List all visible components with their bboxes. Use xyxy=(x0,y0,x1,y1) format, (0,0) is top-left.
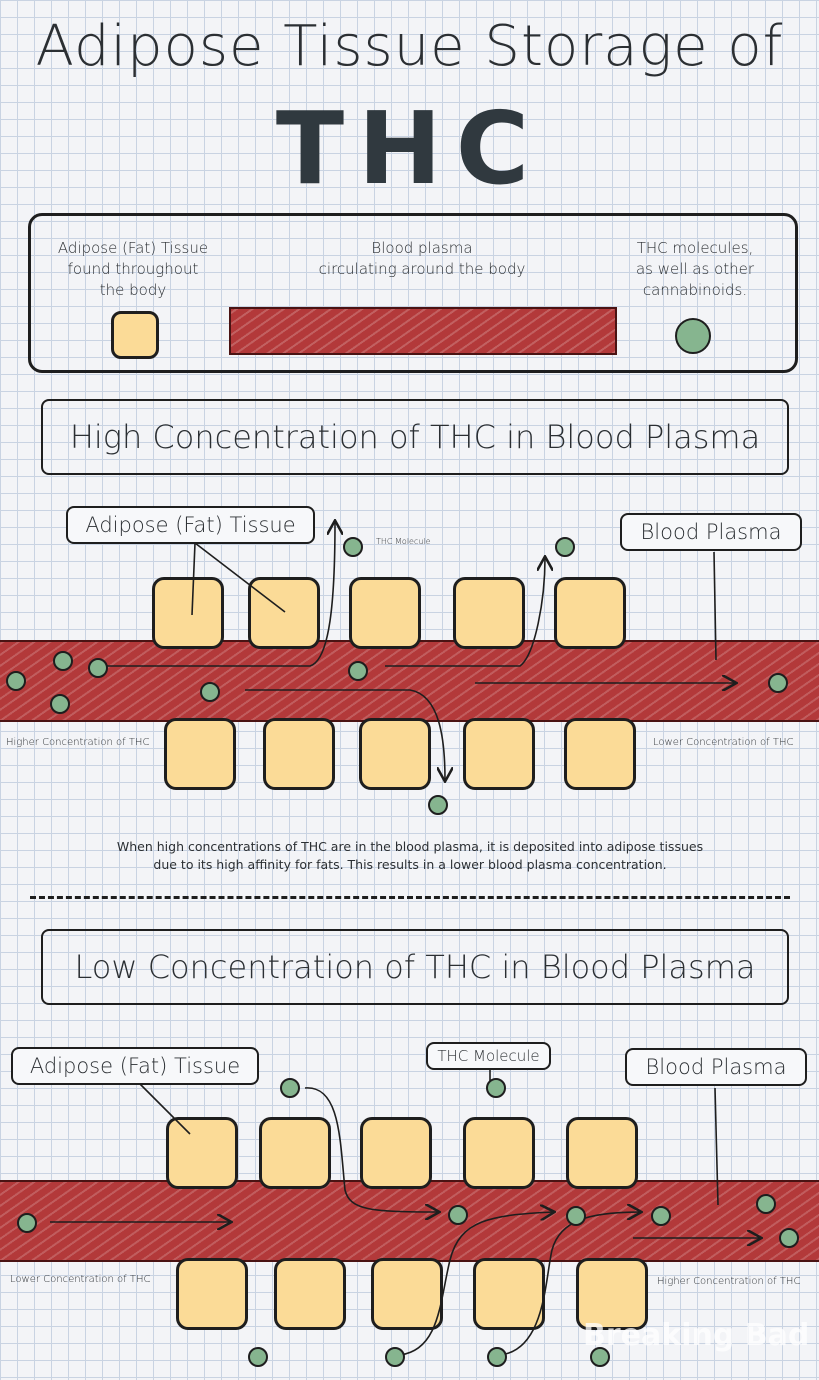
high-fat-cell xyxy=(263,718,335,790)
legend-box xyxy=(28,213,798,373)
high-fat-cell xyxy=(349,577,421,649)
high-fat-cell xyxy=(164,718,236,790)
low-thc-molecule xyxy=(280,1078,300,1098)
high-fat-cell xyxy=(248,577,320,649)
low-fat-cell xyxy=(371,1258,443,1330)
low-thc-molecule xyxy=(779,1228,799,1248)
high-fat-cell xyxy=(359,718,431,790)
low-thc-molecule xyxy=(651,1206,671,1226)
legend-plasma-swatch xyxy=(229,307,617,355)
high-fat-cell xyxy=(463,718,535,790)
high-thc-molecule xyxy=(88,658,108,678)
low-fat-cell xyxy=(473,1258,545,1330)
high-thc-molecule xyxy=(768,673,788,693)
low-thc-molecule xyxy=(756,1194,776,1214)
low-thc-molecule xyxy=(448,1205,468,1225)
legend-adipose-text: Adipose (Fat) Tissue found throughout th… xyxy=(57,239,209,299)
high-thc-molecule xyxy=(555,537,575,557)
low-fat-cell xyxy=(360,1117,432,1189)
high-molecule-label: THC Molecule xyxy=(376,537,431,546)
low-thc-molecule xyxy=(590,1347,610,1367)
high-fat-cell xyxy=(453,577,525,649)
low-thc-molecule xyxy=(248,1347,268,1367)
high-caption: When high concentrations of THC are in t… xyxy=(116,839,704,872)
low-molecule-label: THC Molecule xyxy=(426,1042,551,1070)
low-thc-molecule xyxy=(566,1206,586,1226)
low-thc-molecule xyxy=(487,1347,507,1367)
low-thc-molecule xyxy=(17,1213,37,1233)
high-fat-cell xyxy=(554,577,626,649)
low-adipose-label: Adipose (Fat) Tissue xyxy=(11,1047,259,1085)
high-plasma-band xyxy=(0,640,819,722)
high-thc-molecule xyxy=(348,661,368,681)
legend-thc-swatch xyxy=(675,318,711,354)
high-left-label: Higher Concentration of THC xyxy=(6,737,150,748)
low-fat-cell xyxy=(274,1258,346,1330)
legend-adipose-swatch xyxy=(111,311,159,359)
low-thc-molecule xyxy=(385,1347,405,1367)
high-thc-molecule xyxy=(200,682,220,702)
section-divider xyxy=(30,896,790,899)
high-thc-molecule xyxy=(6,671,26,691)
low-fat-cell xyxy=(259,1117,331,1189)
high-adipose-label: Adipose (Fat) Tissue xyxy=(66,506,315,544)
legend-thc-text: THC molecules, as well as other cannabin… xyxy=(635,239,755,299)
title-line-1: Adipose Tissue Storage of xyxy=(35,14,784,79)
high-thc-molecule xyxy=(50,694,70,714)
watermark: Breaking Bad xyxy=(583,1318,810,1353)
low-fat-cell xyxy=(576,1258,648,1330)
high-right-label: Lower Concentration of THC xyxy=(653,737,794,748)
high-thc-molecule xyxy=(428,795,448,815)
low-heading: Low Concentration of THC in Blood Plasma xyxy=(41,929,789,1005)
low-fat-cell xyxy=(166,1117,238,1189)
low-left-label: Lower Concentration of THC xyxy=(10,1274,151,1285)
low-fat-cell xyxy=(176,1258,248,1330)
low-fat-cell xyxy=(566,1117,638,1189)
low-right-label: Higher Concentration of THC xyxy=(657,1276,801,1287)
high-fat-cell xyxy=(564,718,636,790)
high-plasma-label: Blood Plasma xyxy=(620,513,802,551)
high-thc-molecule xyxy=(53,651,73,671)
title-line-2: THC xyxy=(275,90,544,207)
legend-plasma-text: Blood plasma circulating around the body xyxy=(318,239,526,278)
high-heading: High Concentration of THC in Blood Plasm… xyxy=(41,399,789,475)
low-fat-cell xyxy=(463,1117,535,1189)
low-thc-molecule xyxy=(486,1078,506,1098)
low-plasma-label: Blood Plasma xyxy=(625,1048,807,1086)
high-fat-cell xyxy=(152,577,224,649)
high-thc-molecule xyxy=(343,537,363,557)
low-plasma-band xyxy=(0,1180,819,1262)
